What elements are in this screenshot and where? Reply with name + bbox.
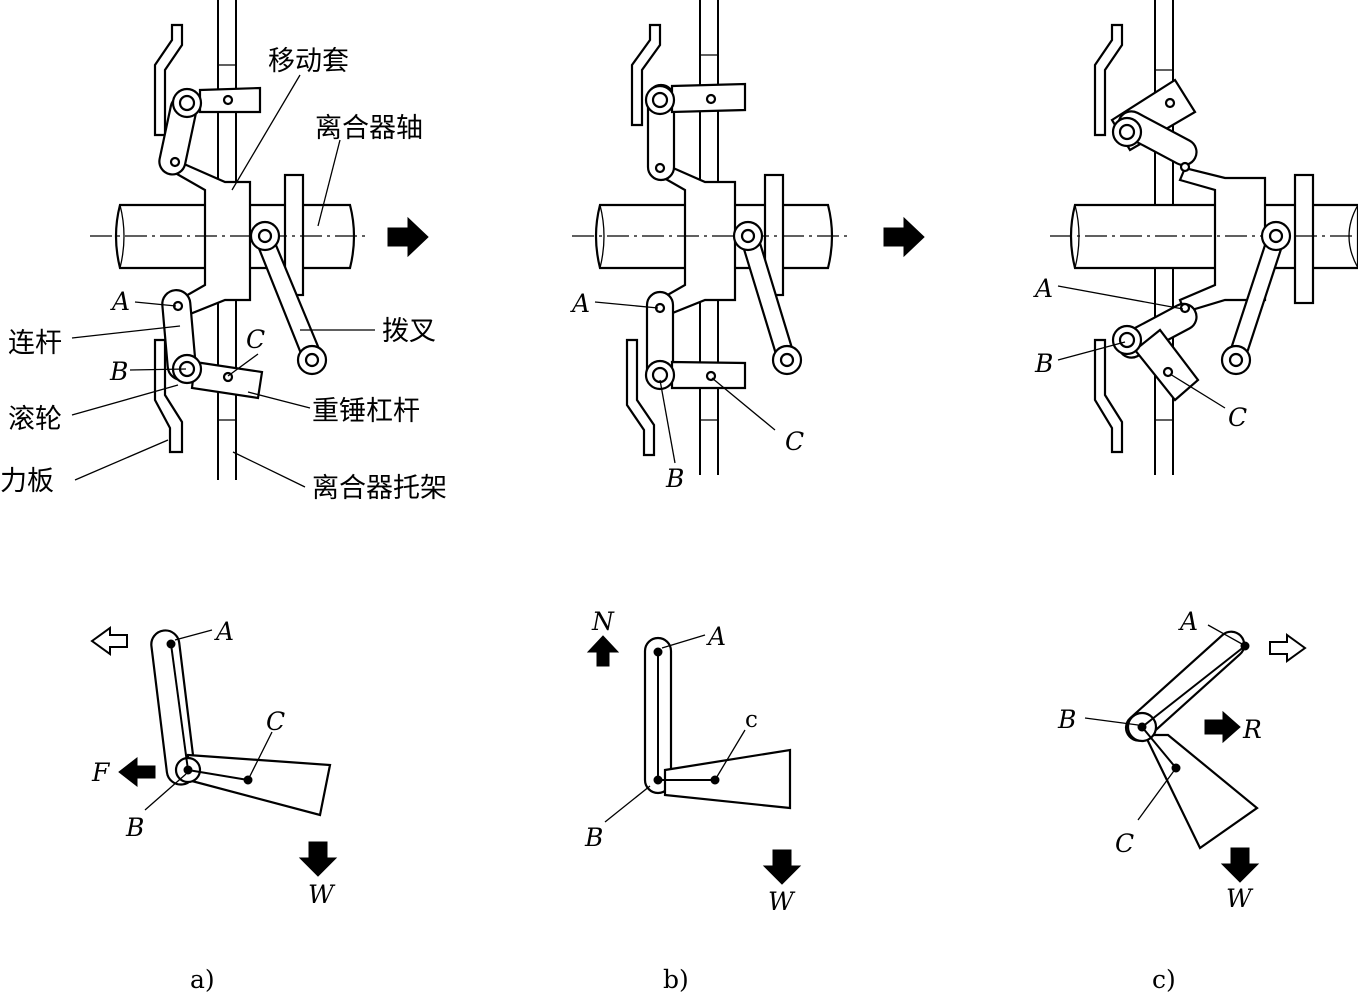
- panel-b-force-diagram: N A c B W b): [584, 607, 802, 994]
- link-outline: [1124, 630, 1246, 742]
- panel-b-mechanism: A C B: [570, 0, 925, 493]
- label-clutch-shaft: 离合器轴: [315, 113, 423, 144]
- lower-weight-lever: [1133, 328, 1200, 402]
- hollow-left-arrow-icon: [90, 626, 128, 656]
- shift-fork: [1220, 220, 1292, 376]
- panel-a-mechanism: 移动套 离合器轴 连杆 拨叉 滚轮 重锤杠杆 压力板 离合器托架 A B C: [0, 0, 447, 504]
- shift-fork: [732, 220, 803, 376]
- force-label-fc-W: W: [1226, 884, 1254, 913]
- point-label-fb-C: c: [745, 707, 758, 733]
- label-clutch-bracket: 离合器托架: [312, 473, 447, 504]
- force-arrow-W-icon: [1220, 847, 1260, 883]
- leader-lines-c: [1057, 285, 1226, 409]
- point-label-a-A: A: [110, 287, 130, 316]
- force-label-fb-W: W: [768, 887, 796, 916]
- caption-a: a): [190, 965, 215, 994]
- upper-pressure-plate: [153, 23, 184, 137]
- label-shift-fork: 拨叉: [382, 316, 436, 347]
- force-label-N: N: [591, 607, 615, 636]
- point-label-a-C: C: [246, 325, 265, 354]
- label-roller: 滚轮: [8, 404, 62, 435]
- upper-pressure-plate: [630, 23, 662, 127]
- label-pressure-plate: 压力板: [0, 466, 54, 497]
- force-arrow-W-icon: [298, 841, 338, 877]
- point-label-fc-C: C: [1115, 829, 1134, 858]
- point-label-c-A: A: [1033, 274, 1053, 303]
- panel-a-force-diagram: A C B F W a): [90, 617, 338, 994]
- point-label-a-B: B: [109, 357, 128, 386]
- moving-sleeve: [1178, 166, 1267, 314]
- force-arrow-R-icon: [1204, 710, 1241, 744]
- point-label-c-B: B: [1034, 349, 1053, 378]
- hollow-right-arrow-icon: [1269, 633, 1307, 663]
- point-label-c-C: C: [1228, 403, 1247, 432]
- label-moving-sleeve: 移动套: [268, 46, 349, 77]
- point-label-fc-A: A: [1178, 607, 1198, 636]
- link-center-line: [170, 643, 189, 771]
- leader-lines-b: [594, 301, 776, 464]
- upper-pressure-plate: [1093, 23, 1124, 137]
- weight-lever-outline: [663, 748, 792, 810]
- lower-pressure-plate: [153, 338, 184, 454]
- right-arrow-icon: [883, 216, 925, 258]
- point-label-fa-A: A: [214, 617, 234, 646]
- weight-lever-outline: [186, 753, 332, 817]
- force-arrow-N-icon: [586, 635, 620, 667]
- right-arrow-icon: [387, 216, 429, 258]
- shift-fork: [249, 220, 328, 376]
- point-label-fc-B: B: [1057, 705, 1076, 734]
- point-label-b-B: B: [665, 464, 684, 493]
- panel-c-mechanism: A B C: [1033, 0, 1358, 475]
- caption-c: c): [1152, 965, 1176, 994]
- point-label-fa-C: C: [266, 707, 285, 736]
- point-label-b-C: C: [785, 427, 804, 456]
- force-arrow-F-icon: [118, 756, 156, 788]
- force-arrow-W-icon: [762, 849, 802, 885]
- point-label-b-A: A: [570, 289, 590, 318]
- sleeve-flange: [1293, 173, 1315, 305]
- point-label-fa-B: B: [125, 813, 144, 842]
- point-label-fb-A: A: [706, 622, 726, 651]
- lower-pressure-plate: [1093, 338, 1124, 454]
- force-label-F: F: [91, 758, 111, 787]
- point-label-fb-B: B: [584, 823, 603, 852]
- link-center-line: [1141, 645, 1246, 728]
- force-label-R: R: [1242, 715, 1262, 744]
- lower-pressure-plate: [625, 338, 656, 457]
- leader-lines-a: [71, 74, 375, 488]
- caption-b: b): [663, 965, 689, 994]
- moving-sleeve: [648, 158, 737, 322]
- force-label-fa-W: W: [308, 880, 336, 909]
- label-weight-lever: 重锤杠杆: [312, 396, 420, 427]
- label-link: 连杆: [8, 328, 62, 359]
- panel-c-force-diagram: A B R C W c): [1057, 607, 1307, 994]
